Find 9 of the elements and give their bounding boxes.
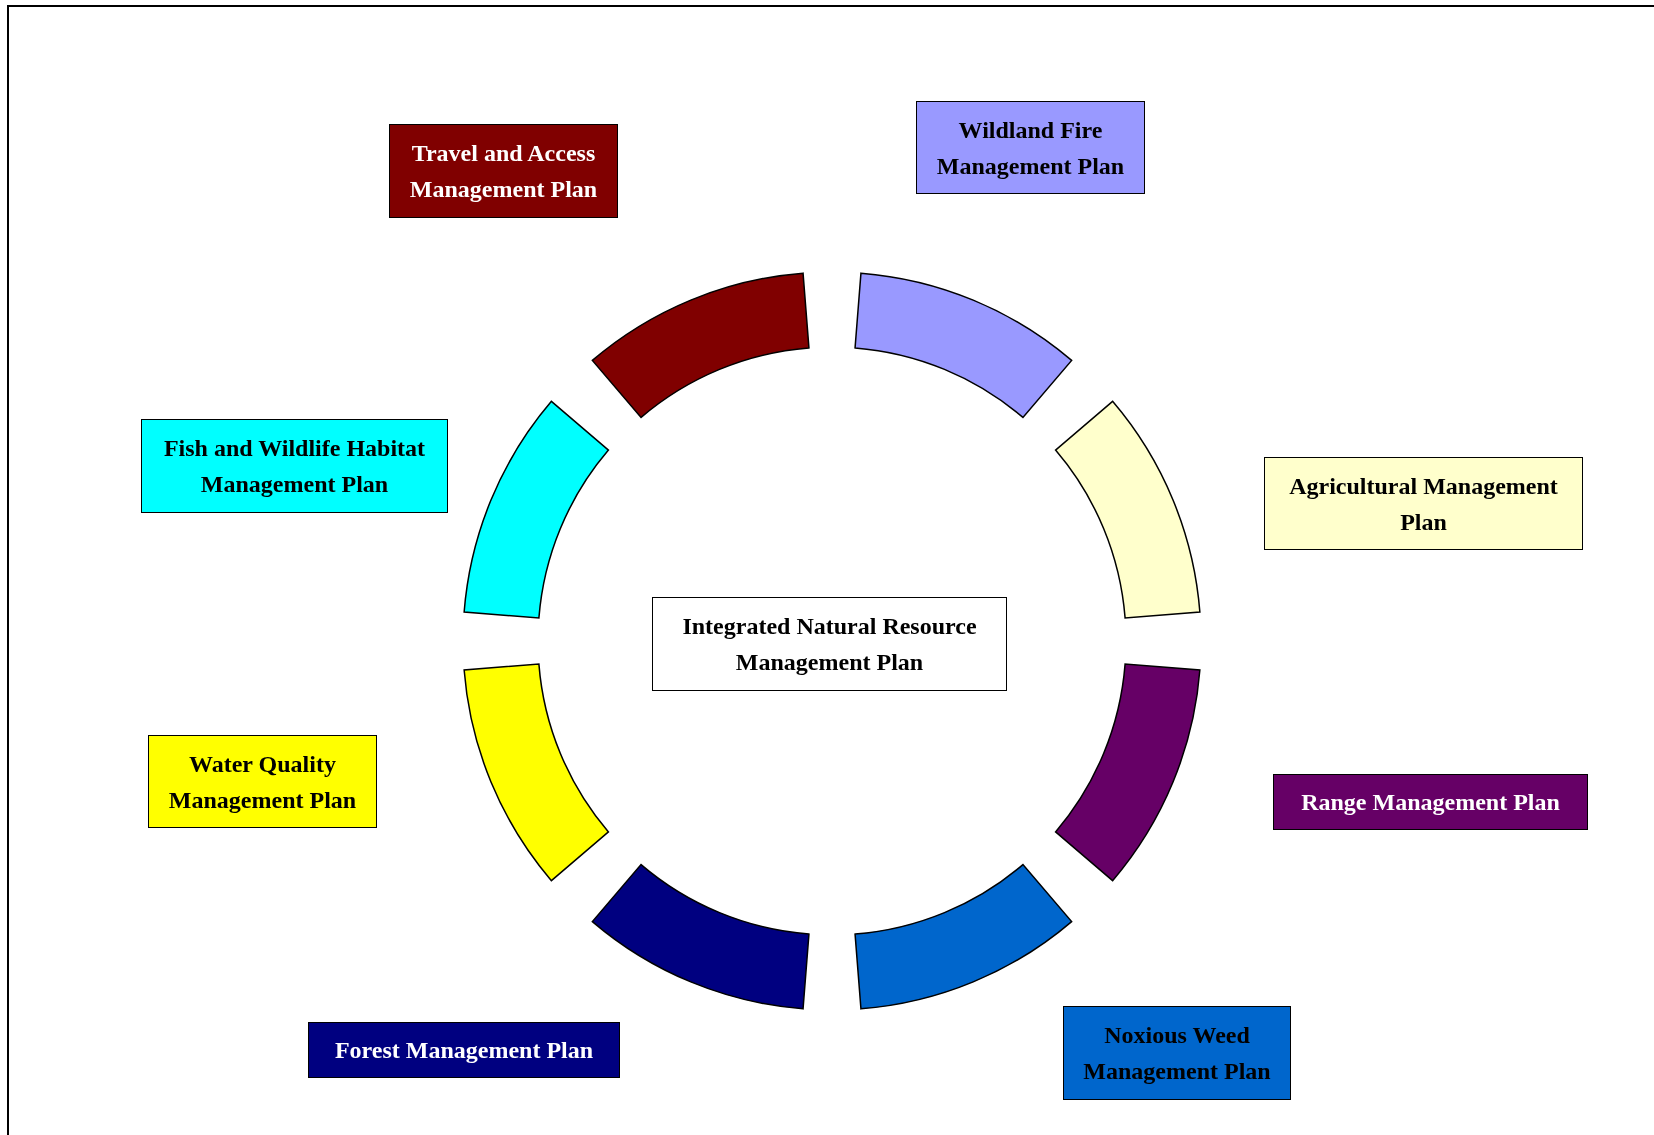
plan-box: Wildland Fire Management Plan: [916, 101, 1145, 194]
plan-box: Noxious Weed Management Plan: [1063, 1006, 1291, 1100]
plan-box: Integrated Natural Resource Management Plan: [652, 597, 1007, 691]
plan-box: Agricultural Management Plan: [1264, 457, 1583, 550]
plan-box: Water Quality Management Plan: [148, 735, 377, 828]
plan-box: Travel and Access Management Plan: [389, 124, 618, 218]
plan-box: Forest Management Plan: [308, 1022, 620, 1078]
plan-box: Range Management Plan: [1273, 774, 1588, 830]
plan-box: Fish and Wildlife Habitat Management Plan: [141, 419, 448, 513]
